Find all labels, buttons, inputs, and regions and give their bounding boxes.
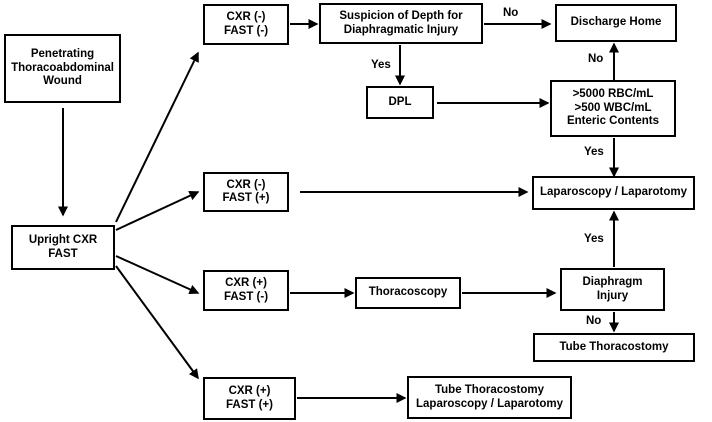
- node-text-line: Tube Thoracostomy: [559, 340, 669, 353]
- node-text-line: DPL: [388, 95, 412, 108]
- node-dpl: DPL: [366, 86, 434, 119]
- label-no-to-discharge: No: [503, 7, 519, 19]
- node-text-line: Penetrating: [30, 48, 95, 61]
- node-text-line: Discharge Home: [570, 16, 662, 29]
- node-text-line: Upright CXR: [28, 234, 98, 246]
- arrow-upright-to-cxr-pos-fast-neg: [115, 255, 200, 295]
- node-cxr-neg-fast-pos: CXR (-)FAST (+): [203, 172, 289, 212]
- label-yes-to-dpl: Yes: [371, 59, 391, 71]
- node-text-line: FAST (-): [223, 290, 269, 303]
- node-laparoscopy-laparotomy: Laparoscopy / Laparotomy: [532, 176, 695, 210]
- node-cxr-neg-fast-neg: CXR (-)FAST (-): [203, 4, 289, 45]
- node-thoracoscopy: Thoracoscopy: [355, 277, 461, 309]
- node-text-line: Wound: [43, 75, 82, 88]
- node-text-line: FAST (-): [223, 24, 269, 37]
- node-cxr-pos-fast-neg: CXR (+)FAST (-): [203, 270, 289, 311]
- node-text-line: CXR (+): [225, 277, 267, 289]
- arrow-upright-to-cxr-neg-fast-neg: [115, 51, 199, 223]
- node-text-line: CXR (+): [228, 385, 271, 397]
- node-tube-thoracostomy: Tube Thoracostomy: [533, 333, 695, 362]
- node-text-line: FAST (+): [226, 398, 273, 411]
- node-text-line: CXR (-): [226, 178, 266, 191]
- node-text-line: Thoracoscopy: [368, 286, 448, 299]
- node-text-line: Laparoscopy / Laparotomy: [540, 186, 687, 199]
- label-yes-up-to-laparoscopy: Yes: [584, 233, 604, 245]
- node-text-line: >5000 RBC/mL: [572, 88, 654, 101]
- node-cxr-pos-fast-pos: CXR (+)FAST (+): [203, 377, 296, 420]
- node-text-line: Laparoscopy / Laparotomy: [416, 397, 563, 410]
- node-text-line: Enteric Contents: [566, 115, 659, 128]
- label-no-up-to-discharge: No: [588, 53, 604, 65]
- node-text-line: CXR (-): [226, 11, 266, 23]
- node-text-line: FAST (+): [222, 192, 270, 204]
- arrow-upright-to-cxr-pos-fast-pos: [115, 265, 199, 380]
- arrow-upright-to-cxr-neg-fast-pos: [115, 191, 200, 231]
- node-text-line: Suspicion of Depth for: [339, 10, 463, 22]
- node-text-line: Tube Thoracostomy: [434, 384, 545, 396]
- node-text-line: >500 WBC/mL: [574, 101, 652, 114]
- node-discharge-home: Discharge Home: [555, 4, 677, 42]
- node-text-line: Diaphragm: [582, 276, 643, 288]
- label-no-to-tube: No: [586, 315, 602, 327]
- node-text-line: Thoracoabdominal: [11, 61, 114, 74]
- node-text-line: FAST: [48, 247, 78, 260]
- label-yes-down-to-laparoscopy: Yes: [584, 146, 604, 158]
- node-text-line: Diaphragmatic Injury: [343, 23, 459, 36]
- node-text-line: Injury: [596, 289, 629, 302]
